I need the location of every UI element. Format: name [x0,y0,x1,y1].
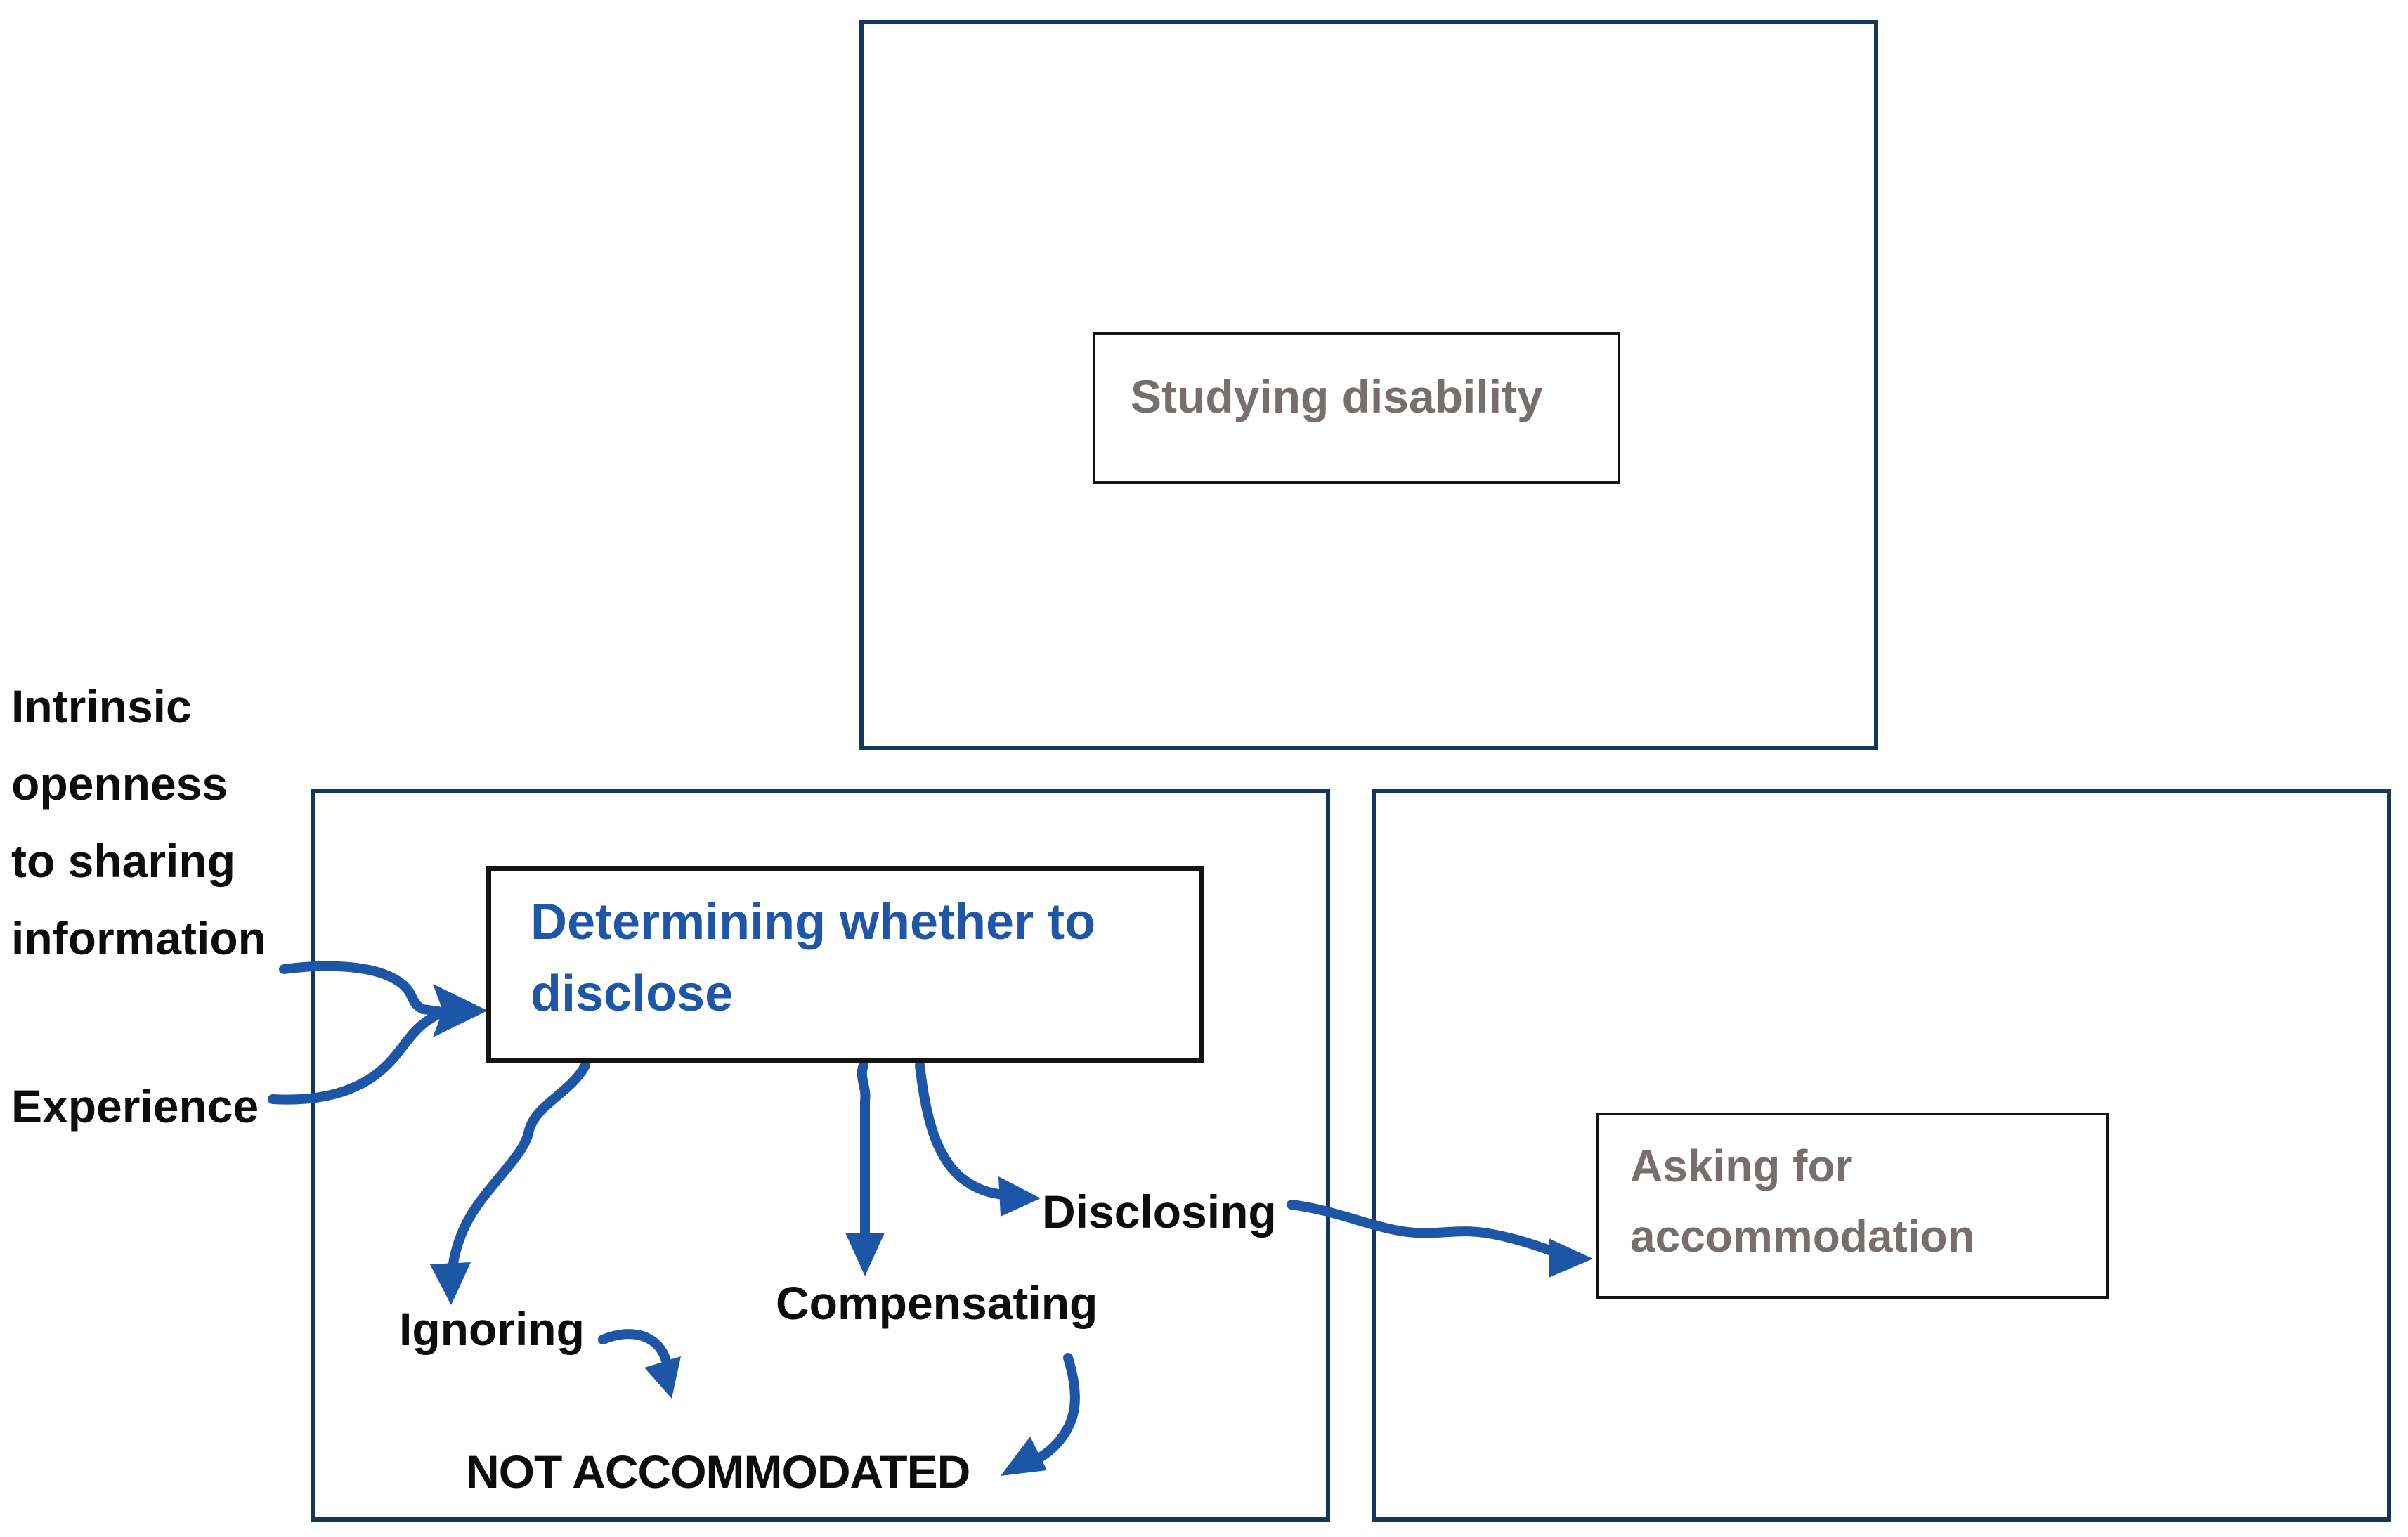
determining-label: Determining whether to disclose [531,894,1096,1022]
studying-label: Studying disability [1131,370,1543,422]
phase-box-asking: Asking for accommodation [1596,1113,2109,1299]
outcome-label-not-accommodated: NOT ACCOMMODATED [466,1446,970,1498]
strategy-label-disclosing: Disclosing [1042,1186,1277,1238]
strategy-label-ignoring: Ignoring [399,1303,585,1355]
phase-box-determining: Determining whether to disclose [486,866,1204,1063]
input-label-experience: Experience [11,1080,259,1132]
asking-label: Asking for accommodation [1630,1140,1975,1262]
phase-box-studying: Studying disability [1093,332,1620,484]
input-label-intrinsic-openness: Intrinsic openness to sharing informatio… [11,680,266,964]
strategy-label-compensating: Compensating [776,1277,1098,1329]
